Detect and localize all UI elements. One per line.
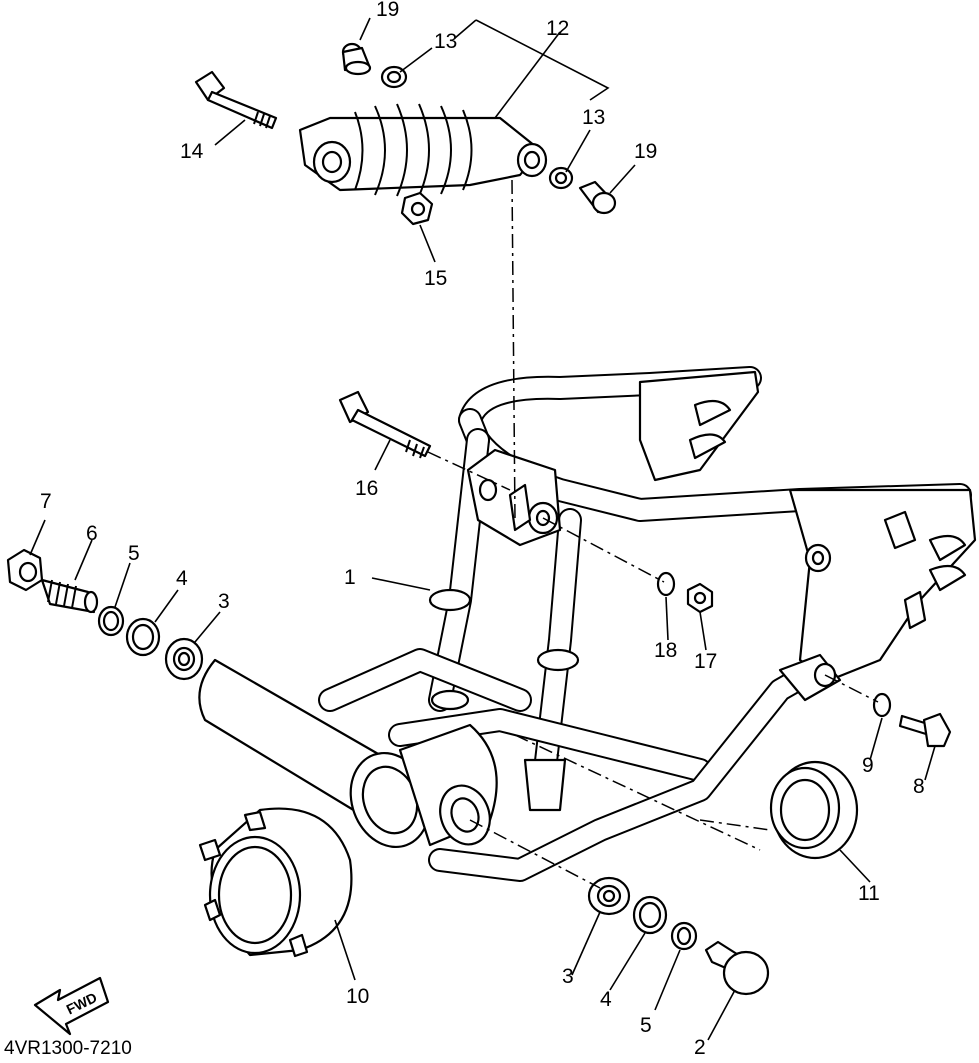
nut-7	[6, 548, 44, 592]
oil-seal-4-left	[125, 617, 161, 657]
bearing-3-bottom	[587, 876, 631, 916]
oil-seal-4-bottom	[632, 895, 668, 935]
callout-3b: 3	[562, 965, 574, 988]
callout-12: 12	[546, 17, 569, 40]
callout-5a: 5	[128, 542, 140, 565]
bolt-16	[338, 390, 432, 459]
pivot-shaft-6	[40, 578, 99, 614]
boot-10	[198, 807, 353, 958]
callout-19a: 19	[376, 0, 399, 21]
callout-4a: 4	[176, 567, 188, 590]
callout-16: 16	[355, 477, 378, 500]
bearing-3-left	[164, 637, 204, 681]
swingarm	[198, 366, 977, 882]
collar-13-right	[548, 166, 574, 190]
bush-19-right	[578, 180, 617, 215]
callout-2: 2	[694, 1036, 706, 1058]
fwd-arrow-icon: FWD	[33, 976, 110, 1036]
callout-10: 10	[346, 985, 369, 1008]
washer-9	[872, 692, 892, 718]
callout-5b: 5	[640, 1014, 652, 1037]
nut-17	[686, 582, 714, 614]
shock-absorber	[298, 103, 548, 197]
callout-6: 6	[86, 522, 98, 545]
callout-19b: 19	[634, 140, 657, 163]
callout-3a: 3	[218, 590, 230, 613]
bush-19-left	[341, 42, 372, 76]
assembly-lines	[427, 179, 879, 889]
bolt-14	[194, 70, 278, 130]
leader-lines	[29, 17, 936, 1041]
collar-5-bottom	[670, 921, 698, 951]
callout-1: 1	[344, 566, 356, 589]
callout-7: 7	[40, 490, 52, 513]
callout-15: 15	[424, 267, 447, 290]
callout-4b: 4	[600, 988, 612, 1011]
callout-13a: 13	[434, 30, 457, 53]
callout-17: 17	[694, 650, 717, 673]
callouts: 19 13 12 13 19 14 15 16 1 18 17 9 8 7 6 …	[40, 0, 925, 1059]
callout-18: 18	[654, 639, 677, 662]
drawing-code: 4VR1300-7210	[4, 1038, 132, 1058]
pivot-shaft-2	[704, 940, 770, 996]
callout-9: 9	[862, 754, 874, 777]
collar-5-left	[97, 605, 125, 637]
callout-11: 11	[858, 882, 880, 905]
cover-11	[769, 760, 859, 860]
washer-18	[656, 571, 676, 597]
callout-13b: 13	[582, 106, 605, 129]
callout-14: 14	[180, 140, 204, 163]
nut-15	[400, 191, 434, 226]
callout-8: 8	[913, 775, 925, 798]
bolt-8	[898, 712, 952, 748]
